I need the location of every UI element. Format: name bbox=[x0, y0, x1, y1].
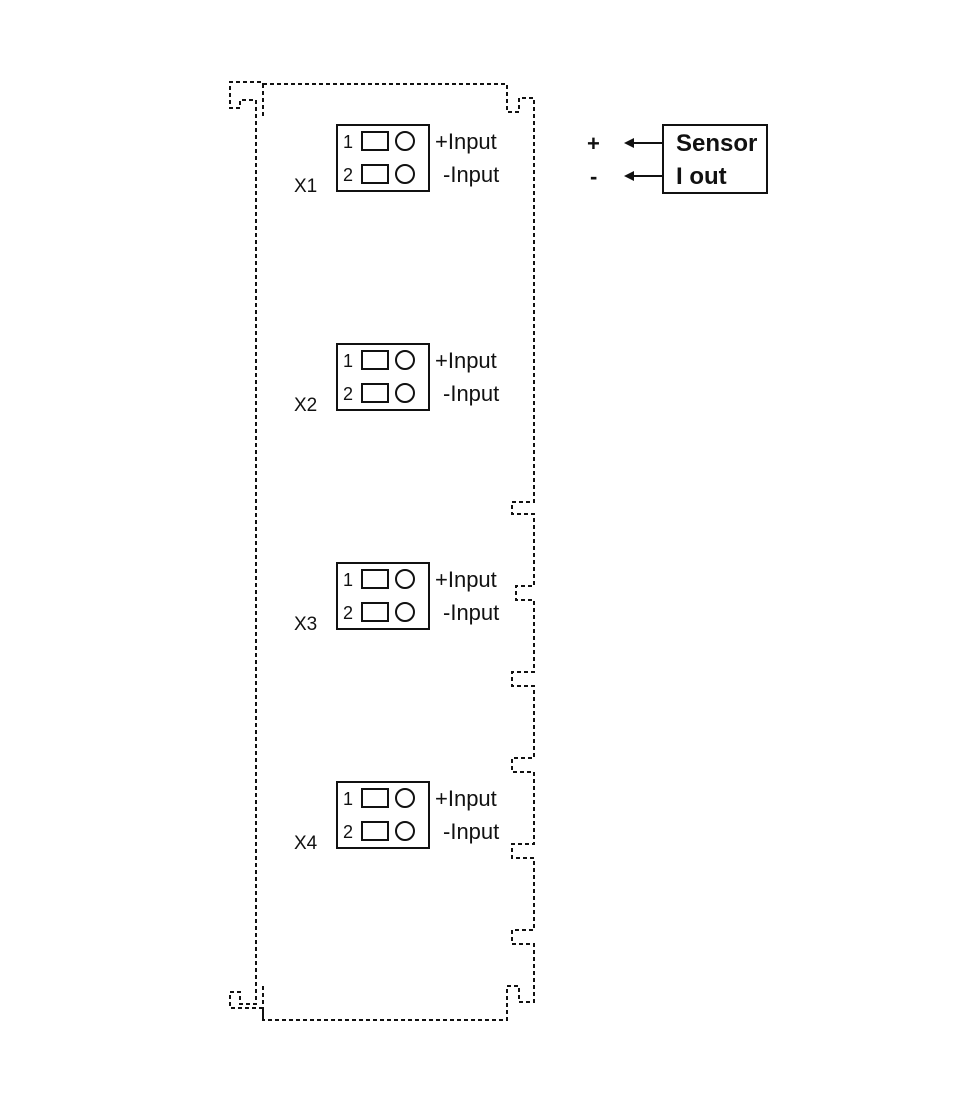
pin-number: 1 bbox=[343, 351, 353, 371]
terminal-hole-icon bbox=[395, 569, 415, 589]
connector-name: X4 bbox=[294, 833, 318, 854]
pin-number: 1 bbox=[343, 132, 353, 152]
minus-arrow-icon bbox=[624, 171, 634, 181]
pin-number: 2 bbox=[343, 165, 353, 185]
sensor-label: Sensor bbox=[676, 130, 757, 157]
connector-block bbox=[336, 562, 430, 630]
terminal-release-icon bbox=[361, 164, 389, 184]
minus-sign: - bbox=[590, 164, 597, 189]
pin-label: +Input bbox=[435, 348, 497, 373]
pin-label: -Input bbox=[443, 162, 499, 187]
pin-label: -Input bbox=[443, 819, 499, 844]
terminal-release-icon bbox=[361, 131, 389, 151]
terminal-release-icon bbox=[361, 383, 389, 403]
terminal-release-icon bbox=[361, 821, 389, 841]
terminal-hole-icon bbox=[395, 788, 415, 808]
pin-number: 2 bbox=[343, 603, 353, 623]
plus-arrow-icon bbox=[624, 138, 634, 148]
pin-label: -Input bbox=[443, 381, 499, 406]
connector-block bbox=[336, 124, 430, 192]
connector-name: X3 bbox=[294, 614, 317, 635]
terminal-hole-icon bbox=[395, 131, 415, 151]
terminal-hole-icon bbox=[395, 350, 415, 370]
pin-label: +Input bbox=[435, 786, 497, 811]
connector-block bbox=[336, 343, 430, 411]
terminal-release-icon bbox=[361, 602, 389, 622]
terminal-hole-icon bbox=[395, 821, 415, 841]
connector-name: X1 bbox=[294, 176, 317, 197]
pin-label: -Input bbox=[443, 600, 499, 625]
connector-x3: X3 1 +Input 2 -Input bbox=[294, 562, 499, 635]
terminal-hole-icon bbox=[395, 164, 415, 184]
pin-label: +Input bbox=[435, 129, 497, 154]
sensor-box bbox=[662, 124, 768, 194]
pin-number: 1 bbox=[343, 570, 353, 590]
terminal-release-icon bbox=[361, 569, 389, 589]
connector-name: X2 bbox=[294, 395, 317, 416]
module-housing-outline bbox=[229, 81, 535, 1021]
terminal-release-icon bbox=[361, 788, 389, 808]
plus-sign: + bbox=[587, 131, 600, 156]
pin-number: 2 bbox=[343, 384, 353, 404]
pin-label: +Input bbox=[435, 567, 497, 592]
connector-block bbox=[336, 781, 430, 849]
terminal-release-icon bbox=[361, 350, 389, 370]
terminal-hole-icon bbox=[395, 602, 415, 622]
terminal-hole-icon bbox=[395, 383, 415, 403]
connector-x1: X1 1 +Input 2 -Input bbox=[294, 124, 499, 197]
pin-number: 1 bbox=[343, 789, 353, 809]
connector-x2: X2 1 +Input 2 -Input bbox=[294, 343, 499, 416]
sensor-output-label: I out bbox=[676, 163, 727, 190]
connector-x4: X4 1 +Input 2 -Input bbox=[294, 781, 499, 854]
pin-number: 2 bbox=[343, 822, 353, 842]
